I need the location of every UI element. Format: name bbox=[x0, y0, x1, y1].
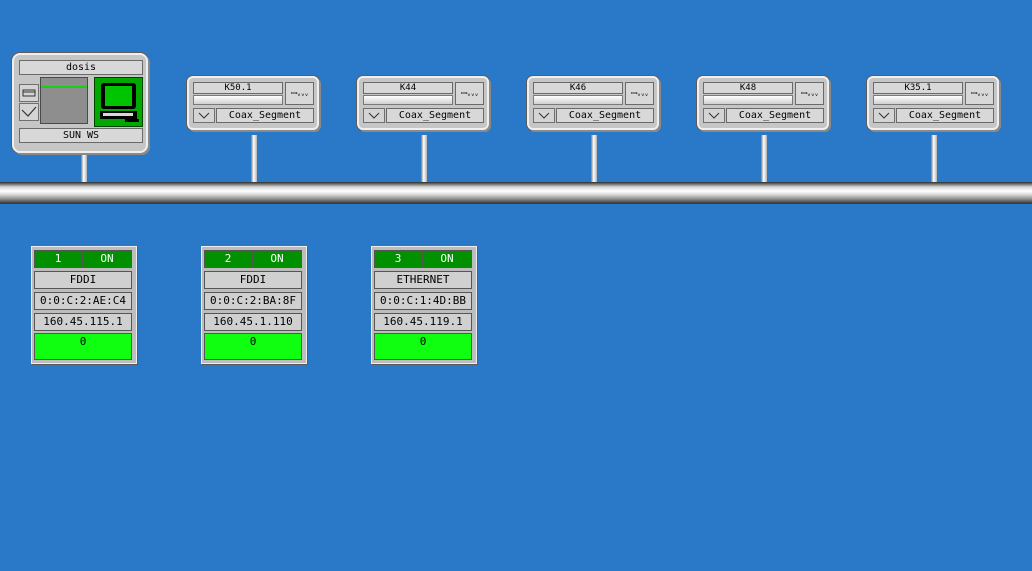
segment-type: Coax_Segment bbox=[726, 108, 824, 123]
workstation-name: dosis bbox=[19, 60, 143, 75]
dropdown-arrow-icon[interactable] bbox=[193, 108, 215, 123]
connector-icon[interactable]: ꟷᵥᵥᵥ bbox=[285, 82, 314, 105]
segment-drop-line bbox=[591, 135, 597, 183]
interface-ip: 160.45.1.110 bbox=[204, 313, 302, 331]
segment-node[interactable]: K46 ꟷᵥᵥᵥ Coax_Segment bbox=[527, 76, 659, 130]
interface-state[interactable]: ON bbox=[252, 250, 302, 268]
connector-icon[interactable]: ꟷᵥᵥᵥ bbox=[965, 82, 994, 105]
network-bus bbox=[0, 182, 1032, 204]
dropdown-arrow-icon[interactable] bbox=[703, 108, 725, 123]
segment-node[interactable]: K50.1 ꟷᵥᵥᵥ Coax_Segment bbox=[187, 76, 319, 130]
dropdown-arrow-icon[interactable] bbox=[363, 108, 385, 123]
window-icon bbox=[22, 89, 36, 97]
console-screen[interactable] bbox=[40, 77, 88, 124]
connector-icon[interactable]: ꟷᵥᵥᵥ bbox=[625, 82, 654, 105]
segment-load-bar bbox=[703, 95, 793, 105]
minimize-button[interactable] bbox=[19, 84, 39, 102]
interface-mac: 0:0:C:2:BA:8F bbox=[204, 292, 302, 310]
interface-state[interactable]: ON bbox=[422, 250, 472, 268]
interface-state[interactable]: ON bbox=[82, 250, 132, 268]
segment-type: Coax_Segment bbox=[896, 108, 994, 123]
interface-type: FDDI bbox=[204, 271, 302, 289]
workstation-drop-line bbox=[81, 148, 87, 184]
workstation-type: SUN WS bbox=[19, 128, 143, 143]
monitor-graphic bbox=[100, 83, 139, 122]
interface-counter: 0 bbox=[374, 333, 472, 360]
segment-load-bar bbox=[363, 95, 453, 105]
interface-counter: 0 bbox=[34, 333, 132, 360]
check-button[interactable] bbox=[19, 103, 39, 121]
checkmark-icon bbox=[21, 106, 37, 117]
segment-type: Coax_Segment bbox=[216, 108, 314, 123]
segment-drop-line bbox=[931, 135, 937, 183]
segment-name: K35.1 bbox=[873, 82, 963, 94]
connector-icon[interactable]: ꟷᵥᵥᵥ bbox=[795, 82, 824, 105]
interface-type: FDDI bbox=[34, 271, 132, 289]
interface-card[interactable]: 1 ON FDDI 0:0:C:2:AE:C4 160.45.115.1 0 bbox=[31, 246, 137, 364]
segment-name: K46 bbox=[533, 82, 623, 94]
segment-name: K48 bbox=[703, 82, 793, 94]
segment-type: Coax_Segment bbox=[386, 108, 484, 123]
segment-type: Coax_Segment bbox=[556, 108, 654, 123]
segment-drop-line bbox=[761, 135, 767, 183]
segment-node[interactable]: K48 ꟷᵥᵥᵥ Coax_Segment bbox=[697, 76, 829, 130]
monitor-icon[interactable] bbox=[94, 77, 143, 127]
connector-icon[interactable]: ꟷᵥᵥᵥ bbox=[455, 82, 484, 105]
dropdown-arrow-icon[interactable] bbox=[873, 108, 895, 123]
interface-index: 1 bbox=[34, 250, 82, 268]
segment-drop-line bbox=[421, 135, 427, 183]
interface-card[interactable]: 3 ON ETHERNET 0:0:C:1:4D:BB 160.45.119.1… bbox=[371, 246, 477, 364]
interface-index: 2 bbox=[204, 250, 252, 268]
interface-ip: 160.45.119.1 bbox=[374, 313, 472, 331]
interface-counter: 0 bbox=[204, 333, 302, 360]
dropdown-arrow-icon[interactable] bbox=[533, 108, 555, 123]
segment-node[interactable]: K44 ꟷᵥᵥᵥ Coax_Segment bbox=[357, 76, 489, 130]
screen-highlight bbox=[41, 86, 87, 88]
interface-index: 3 bbox=[374, 250, 422, 268]
segment-name: K50.1 bbox=[193, 82, 283, 94]
interface-ip: 160.45.115.1 bbox=[34, 313, 132, 331]
workstation-node[interactable]: dosis SUN WS bbox=[12, 53, 148, 153]
segment-name: K44 bbox=[363, 82, 453, 94]
interface-mac: 0:0:C:2:AE:C4 bbox=[34, 292, 132, 310]
segment-load-bar bbox=[193, 95, 283, 105]
segment-load-bar bbox=[873, 95, 963, 105]
interface-mac: 0:0:C:1:4D:BB bbox=[374, 292, 472, 310]
segment-node[interactable]: K35.1 ꟷᵥᵥᵥ Coax_Segment bbox=[867, 76, 999, 130]
interface-card[interactable]: 2 ON FDDI 0:0:C:2:BA:8F 160.45.1.110 0 bbox=[201, 246, 307, 364]
interface-type: ETHERNET bbox=[374, 271, 472, 289]
segment-drop-line bbox=[251, 135, 257, 183]
segment-load-bar bbox=[533, 95, 623, 105]
